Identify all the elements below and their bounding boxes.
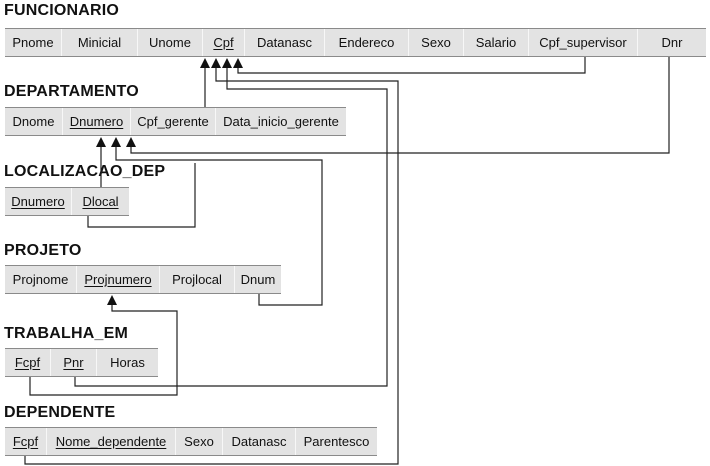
- arrowhead-icon: [233, 58, 243, 68]
- reference-trabalha-fcpf-to-cpf: [29, 377, 178, 396]
- arrowhead-icon: [222, 58, 232, 68]
- table-title-projeto: PROJETO: [4, 242, 82, 259]
- column-cpf-supervisor: Cpf_supervisor: [528, 29, 637, 56]
- table-title-departamento: DEPARTAMENTO: [4, 83, 139, 100]
- column-sexo: Sexo: [408, 29, 463, 56]
- column-dnr: Dnr: [637, 29, 706, 56]
- column-sexo: Sexo: [175, 428, 222, 455]
- arrowhead-icon: [111, 137, 121, 147]
- column-pnr: Pnr: [50, 349, 96, 376]
- table-dependente: Fcpf Nome_dependente Sexo Datanasc Paren…: [5, 427, 377, 456]
- column-fcpf: Fcpf: [12, 434, 39, 449]
- column-projnome: Projnome: [12, 272, 69, 287]
- table-projeto: Projnome Projnumero Projlocal Dnum: [5, 265, 281, 294]
- reference-cpf-supervisor-to-cpf: [237, 57, 586, 74]
- table-title-funcionario: FUNCIONARIO: [4, 2, 120, 19]
- column-dnum: Dnum: [234, 266, 281, 293]
- table-departamento: Dnome Dnumero Cpf_gerente Data_inicio_ge…: [5, 107, 346, 136]
- column-cpf: Cpf: [202, 29, 244, 56]
- reference-dnr-to-dnumero: [130, 57, 670, 154]
- table-trabalha-em: Fcpf Pnr Horas: [5, 348, 158, 377]
- column-parentesco: Parentesco: [295, 428, 377, 455]
- reference-pnr-to-projnumero: [111, 297, 178, 316]
- column-pnome: Pnome: [12, 35, 54, 50]
- table-title-dependente: DEPENDENTE: [4, 404, 116, 421]
- arrowhead-icon: [126, 137, 136, 147]
- column-data-inicio-gerente: Data_inicio_gerente: [215, 108, 346, 135]
- column-datanasc: Datanasc: [222, 428, 295, 455]
- column-fcpf: Fcpf: [14, 355, 41, 370]
- column-salario: Salario: [463, 29, 528, 56]
- column-unome: Unome: [137, 29, 202, 56]
- arrowhead-icon: [200, 58, 210, 68]
- arrowhead-icon: [96, 137, 106, 147]
- column-endereco: Endereco: [324, 29, 408, 56]
- column-cpf-gerente: Cpf_gerente: [130, 108, 215, 135]
- table-localizacao-dep: Dnumero Dlocal: [5, 187, 129, 216]
- column-projlocal: Projlocal: [159, 266, 234, 293]
- column-dnumero: Dnumero: [62, 108, 130, 135]
- column-nome-dependente: Nome_dependente: [46, 428, 175, 455]
- arrowhead-icon: [211, 58, 221, 68]
- column-datanasc: Datanasc: [244, 29, 324, 56]
- column-minicial: Minicial: [61, 29, 137, 56]
- table-title-localizacao-dep: LOCALIZACAO_DEP: [4, 163, 166, 180]
- column-dnome: Dnome: [12, 114, 55, 129]
- arrowhead-icon: [107, 295, 117, 305]
- column-projnumero: Projnumero: [76, 266, 159, 293]
- table-funcionario: Pnome Minicial Unome Cpf Datanasc Endere…: [5, 28, 706, 57]
- column-dnumero: Dnumero: [11, 194, 65, 209]
- table-title-trabalha-em: TRABALHA_EM: [4, 325, 128, 342]
- column-dlocal: Dlocal: [71, 188, 129, 215]
- column-horas: Horas: [96, 349, 158, 376]
